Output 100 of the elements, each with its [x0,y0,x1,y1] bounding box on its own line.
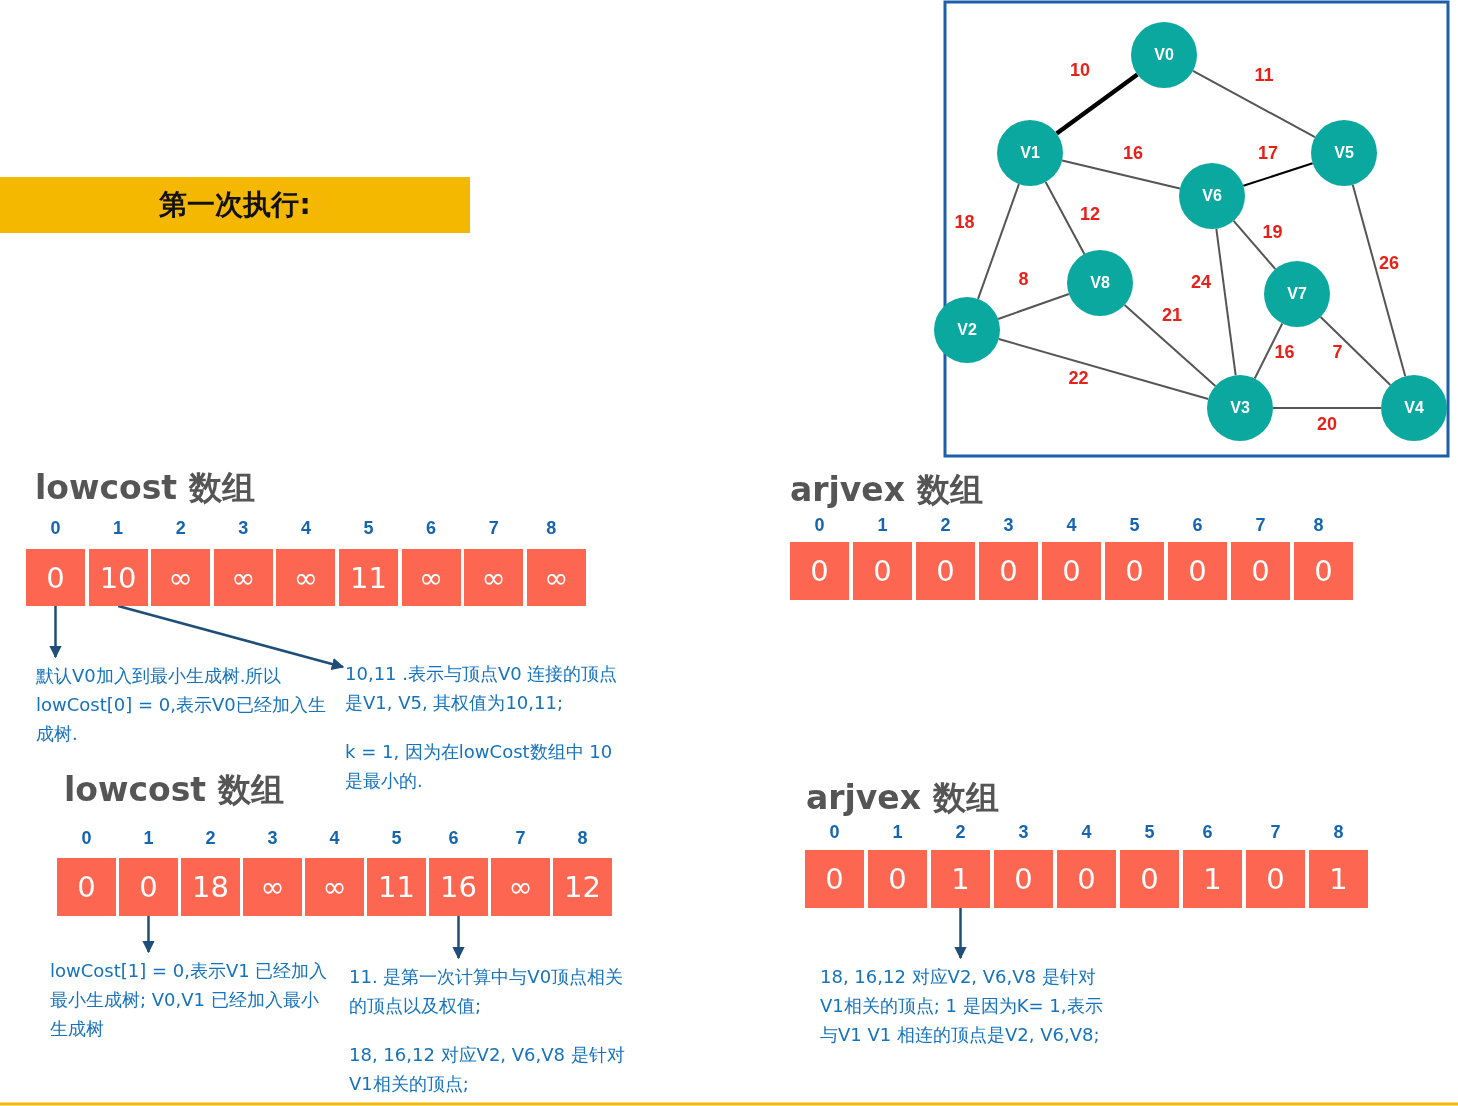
note-text: k = 1, 因为在lowCost数组中 10是最小的. [345,740,614,793]
graph-edge [977,183,1020,300]
index-number: 8 [1332,822,1345,843]
edge-label: 26 [1378,253,1401,272]
array-heading: lowcost 数组 [35,467,255,509]
array-cell: 0 [1042,542,1101,600]
graph-edge [1232,219,1277,271]
array-heading: arjvex 数组 [790,469,983,511]
edge-label: 16 [1273,343,1296,361]
index-number: 3 [1017,822,1030,843]
index-number: 3 [1002,515,1015,536]
array-cell: 0 [805,850,864,908]
edge-label: 22 [1067,369,1090,387]
graph-edge [1192,69,1316,139]
index-number: 2 [204,828,217,849]
index-number: 4 [328,828,341,849]
index-number: 7 [1254,515,1267,536]
array-cell: 0 [57,858,116,916]
edge-label: 11 [1253,66,1275,84]
graph-edge [1123,304,1217,387]
array-cell: 0 [994,850,1053,908]
index-number: 6 [447,828,460,849]
graph-edge [997,338,1210,400]
index-number: 0 [80,828,93,849]
array-cell: 0 [1105,542,1164,600]
array-cell: 0 [26,549,85,606]
index-number: 5 [362,518,375,539]
edge-label: 10 [1069,61,1092,79]
index-number: 7 [514,828,527,849]
edge-label: 16 [1122,143,1145,162]
note-text: 10,11 .表示与顶点V0 连接的顶点是V1, V5, 其权值为10,11; [345,659,635,717]
index-number: 8 [545,518,558,539]
index-number: 4 [299,518,312,539]
index-number: 1 [142,828,155,849]
note-text: 18, 16,12 对应V2, V6,V8 是针对V1相关的顶点; 1 是因为K= 1,表示与V1 V1 相连的顶点是V2, V6,V8; [820,962,1110,1049]
array-cell: ∞ [213,549,273,606]
edge-label: 18 [953,212,976,231]
index-number: 8 [1312,515,1325,536]
array-cell: 0 [979,542,1038,600]
array-cell: 0 [1294,542,1353,600]
vertex-circle: V6 [1179,163,1245,229]
edge-label: 7 [1331,343,1344,361]
index-number: 0 [828,822,841,843]
vertex-circle: V8 [1067,250,1133,316]
index-number: 2 [939,515,952,536]
array-cell: ∞ [243,858,302,916]
index-number: 5 [1128,515,1141,536]
index-number: 3 [266,828,279,849]
index-number: 7 [487,518,500,539]
arrow [49,606,62,659]
vertex-circle: V7 [1264,261,1330,327]
vertex-circle: V0 [1131,22,1197,88]
index-number: 3 [237,518,250,539]
index-number: 2 [954,822,967,843]
array-cell: 0 [790,542,849,600]
edge-label: 17 [1257,143,1280,162]
arrow [117,604,345,671]
index-number: 6 [425,518,438,539]
vertex-circle: V1 [997,120,1063,186]
index-number: 8 [576,828,589,849]
graph-edge [1351,183,1407,378]
graph-edge [997,293,1070,320]
graph-edge [1044,181,1086,255]
array-cell: 0 [119,858,178,916]
index-number: 1 [112,518,125,539]
array-cell: 0 [1246,850,1305,908]
array-cell: 18 [181,858,240,916]
array-cell: ∞ [401,549,461,606]
array-cell: 0 [868,850,927,908]
array-cell: 11 [339,549,398,606]
array-cell: ∞ [276,549,336,606]
array-cell: 16 [429,858,488,916]
index-number: 4 [1080,822,1093,843]
array-cell: 1 [1309,850,1368,908]
note-text: 默认V0加入到最小生成树.所以lowCost[0] = 0,表示V0已经加入生成树. [36,661,326,748]
index-number: 1 [891,822,904,843]
array-cell: ∞ [151,549,211,606]
vertex-circle: V5 [1311,120,1377,186]
edge-label: 12 [1079,205,1102,223]
vertex-circle: V3 [1207,375,1273,441]
edge-label: 8 [1017,269,1030,288]
vertex-circle: V2 [934,297,1000,363]
edge-label: 19 [1261,223,1284,241]
edge-label: 21 [1161,305,1184,324]
graph-edge [1061,159,1181,190]
index-number: 1 [876,515,889,536]
graph-edge [1253,322,1284,380]
note-text: 11. 是第一次计算中与V0顶点相关的顶点以及权值; [349,962,634,1020]
index-number: 6 [1201,822,1214,843]
index-number: 4 [1065,515,1078,536]
index-number: 2 [174,518,187,539]
title-banner: 第一次执行: [0,177,470,233]
graph-edge [1055,72,1139,136]
arrow [954,908,967,960]
array-cell: 10 [88,549,148,606]
graph-edge [1272,407,1382,409]
array-cell: 0 [1231,542,1290,600]
graph-edge [1242,162,1314,187]
arrow [452,916,465,960]
index-number: 5 [1143,822,1156,843]
